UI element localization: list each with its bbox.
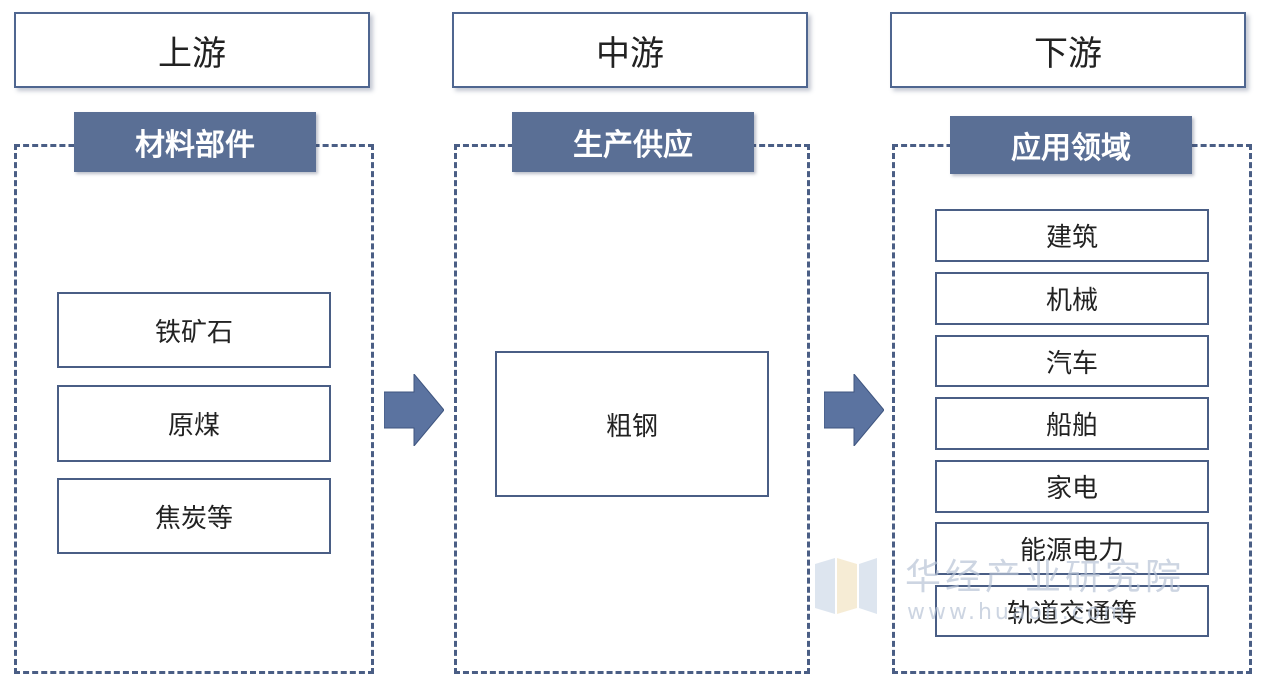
group-title-label: 生产供应	[573, 128, 693, 163]
item-label: 建筑	[1045, 223, 1098, 253]
item-home-appliances: 家电	[935, 460, 1209, 513]
item-label: 铁矿石	[154, 317, 233, 348]
item-label: 焦炭等	[154, 503, 233, 534]
item-crude-steel: 粗钢	[495, 351, 769, 497]
stage-header-label: 下游	[1034, 33, 1102, 74]
item-machinery: 机械	[935, 272, 1209, 325]
item-label: 汽车	[1045, 348, 1098, 379]
item-raw-coal: 原煤	[57, 385, 331, 462]
item-energy-power: 能源电力	[935, 522, 1209, 575]
item-construction: 建筑	[935, 209, 1209, 262]
stage-header-midstream: 中游	[452, 12, 808, 88]
arrow-icon	[384, 374, 444, 446]
group-title-production: 生产供应	[512, 112, 754, 172]
group-title-label: 材料部件	[135, 128, 255, 163]
item-coke: 焦炭等	[57, 478, 331, 554]
group-title-label: 应用领域	[1011, 131, 1131, 166]
item-rail-transit: 轨道交通等	[935, 585, 1209, 637]
stage-header-label: 上游	[158, 33, 226, 74]
item-label: 能源电力	[1019, 536, 1124, 566]
item-label: 家电	[1045, 474, 1098, 504]
group-title-applications: 应用领域	[950, 116, 1192, 174]
arrow-icon	[824, 374, 884, 446]
stage-header-label: 中游	[596, 33, 664, 74]
watermark-logo-icon	[815, 558, 877, 614]
stage-header-upstream: 上游	[14, 12, 370, 88]
item-label: 船舶	[1045, 411, 1098, 441]
item-label: 轨道交通等	[1006, 598, 1137, 629]
item-label: 粗钢	[605, 411, 658, 442]
item-shipbuilding: 船舶	[935, 397, 1209, 450]
group-title-materials: 材料部件	[74, 112, 316, 172]
stage-header-downstream: 下游	[890, 12, 1246, 88]
item-label: 原煤	[167, 411, 220, 441]
item-iron-ore: 铁矿石	[57, 292, 331, 368]
item-automobile: 汽车	[935, 335, 1209, 387]
item-label: 机械	[1045, 286, 1098, 316]
